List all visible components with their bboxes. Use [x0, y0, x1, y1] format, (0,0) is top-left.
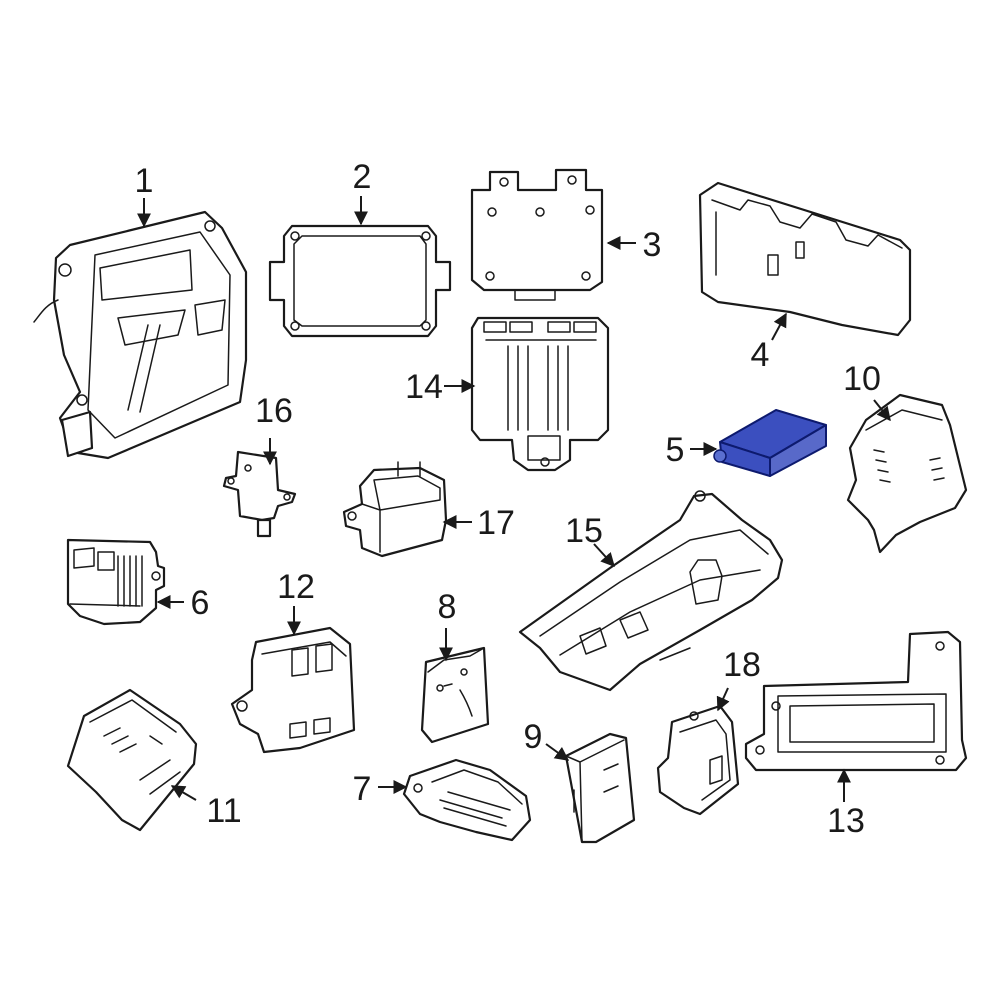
callout-6: 6 — [191, 584, 210, 622]
callout-9: 9 — [524, 718, 543, 756]
part-3-control-module[interactable] — [470, 168, 604, 301]
callout-10: 10 — [843, 360, 881, 398]
part-17-plug-module[interactable] — [342, 461, 448, 558]
part-13-gasket-plate[interactable] — [744, 630, 968, 772]
leader-11 — [170, 785, 197, 801]
leader-arrows — [137, 196, 891, 802]
callout-18: 18 — [723, 646, 761, 684]
callout-16: 16 — [255, 392, 293, 430]
leader-15 — [593, 543, 615, 568]
callout-14: 14 — [405, 368, 443, 406]
callout-2: 2 — [353, 158, 372, 196]
callout-1: 1 — [135, 162, 154, 200]
part-12-connector-module[interactable] — [230, 626, 356, 754]
part-1-module-bracket[interactable] — [33, 210, 248, 460]
part-9-slim-module[interactable] — [564, 732, 636, 844]
callout-4: 4 — [751, 336, 770, 374]
part-2-flat-module[interactable] — [268, 224, 452, 338]
part-15-tray[interactable] — [518, 490, 784, 692]
callout-15: 15 — [565, 512, 603, 550]
part-6-box-module[interactable] — [66, 538, 166, 626]
callout-3: 3 — [643, 226, 662, 264]
callout-17: 17 — [477, 504, 515, 542]
part-11-angled-module[interactable] — [66, 688, 198, 832]
leader-4 — [771, 312, 787, 341]
part-7-finned-module[interactable] — [402, 758, 532, 842]
part-18-small-component[interactable] — [656, 704, 740, 816]
leader-9 — [545, 743, 570, 761]
callout-13: 13 — [827, 802, 865, 840]
callout-7: 7 — [353, 770, 372, 808]
callout-5: 5 — [666, 431, 685, 469]
part-16-small-bracket[interactable] — [222, 450, 297, 538]
callout-8: 8 — [438, 588, 457, 626]
callout-labels: 1 2 3 4 5 6 7 8 9 10 11 12 13 14 15 16 1… — [135, 158, 881, 840]
callout-12: 12 — [277, 568, 315, 606]
part-10-vented-module[interactable] — [846, 393, 968, 554]
callout-11: 11 — [206, 792, 241, 830]
part-14-heatsink-module[interactable] — [470, 316, 610, 472]
leader-18 — [716, 687, 730, 712]
part-8-flat-plate[interactable] — [420, 646, 490, 744]
leader-10 — [873, 399, 891, 422]
part-4-long-housing[interactable] — [698, 181, 912, 337]
part-5-highlighted-module[interactable] — [713, 409, 827, 477]
